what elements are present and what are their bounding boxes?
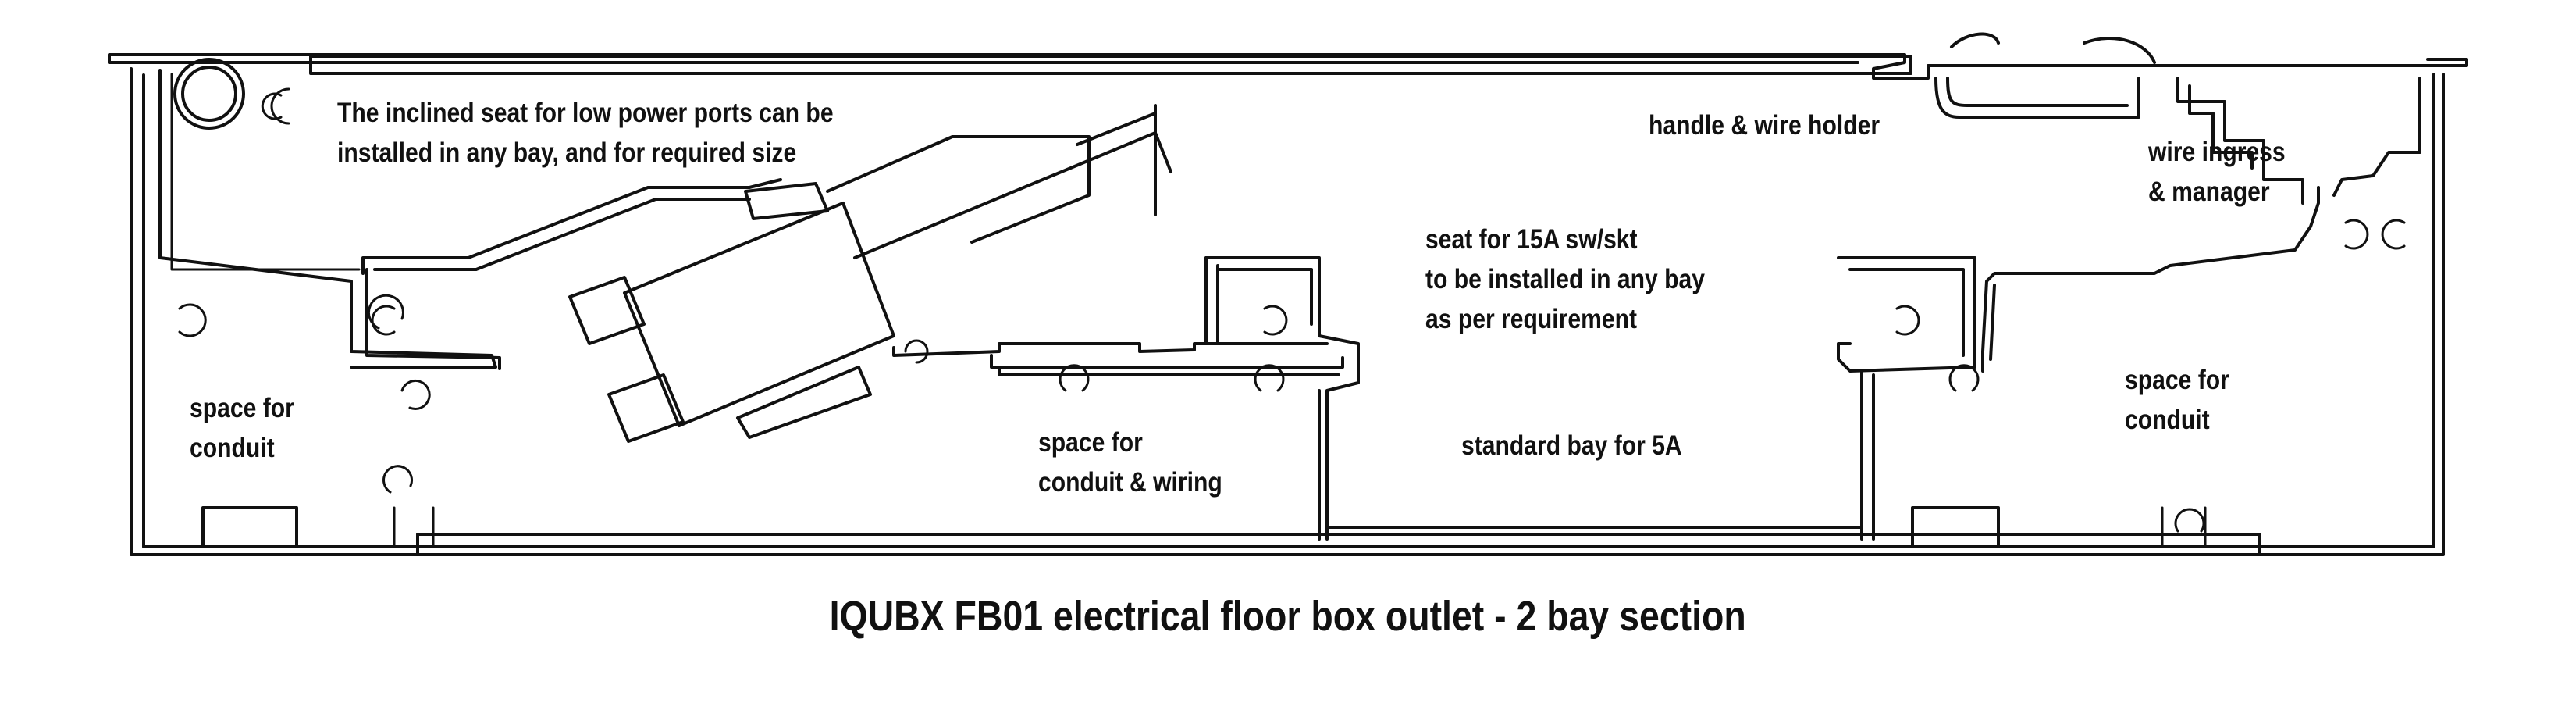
- inclined-device-body: [568, 104, 1172, 443]
- label-line: conduit: [2125, 404, 2210, 435]
- label-line: handle & wire holder: [1649, 110, 1880, 141]
- middle-carrier-rail: [892, 342, 1344, 376]
- corner-tube: [158, 58, 497, 369]
- label-line: conduit & wiring: [1038, 466, 1222, 498]
- label-line: to be installed in any bay: [1425, 263, 1705, 294]
- label-line: installed in any bay, and for required s…: [337, 137, 797, 168]
- label-seat-15a: seat for 15A sw/skt to be installed in a…: [1425, 220, 1705, 339]
- inclined-seat-carrier: [361, 178, 782, 370]
- label-line: standard bay for 5A: [1461, 430, 1682, 461]
- wire-ingress-manager: [1981, 77, 2421, 373]
- label-line: seat for 15A sw/skt: [1425, 224, 1638, 255]
- label-space-conduit-left: space for conduit: [190, 389, 294, 469]
- screw-channels: [178, 87, 2406, 533]
- label-inclined-seat: The inclined seat for low power ports ca…: [337, 94, 834, 173]
- label-space-conduit-right: space for conduit: [2125, 361, 2229, 441]
- label-line: & manager: [2148, 176, 2270, 207]
- label-line: conduit: [190, 432, 275, 463]
- label-handle-holder: handle & wire holder: [1649, 106, 1880, 146]
- label-line: The inclined seat for low power ports ca…: [337, 98, 834, 128]
- label-standard-bay: standard bay for 5A: [1461, 426, 1682, 466]
- label-line: space for: [2125, 365, 2229, 395]
- label-wire-ingress: wire ingress & manager: [2148, 133, 2286, 212]
- label-space-conduit-wiring: space for conduit & wiring: [1038, 423, 1222, 503]
- bottom-plate: [201, 506, 2261, 556]
- label-line: as per requirement: [1425, 303, 1638, 334]
- top-cover-strip: [108, 53, 2468, 80]
- figure-caption: IQUBX FB01 electrical floor box outlet -…: [0, 592, 2576, 641]
- label-line: space for: [190, 393, 294, 423]
- handle-wire-holder: [1934, 32, 2304, 205]
- right-seat-bracket: [1837, 256, 1976, 541]
- caption-text: IQUBX FB01 electrical floor box outlet -…: [829, 593, 1747, 640]
- label-line: space for: [1038, 427, 1143, 458]
- label-line: wire ingress: [2148, 137, 2286, 167]
